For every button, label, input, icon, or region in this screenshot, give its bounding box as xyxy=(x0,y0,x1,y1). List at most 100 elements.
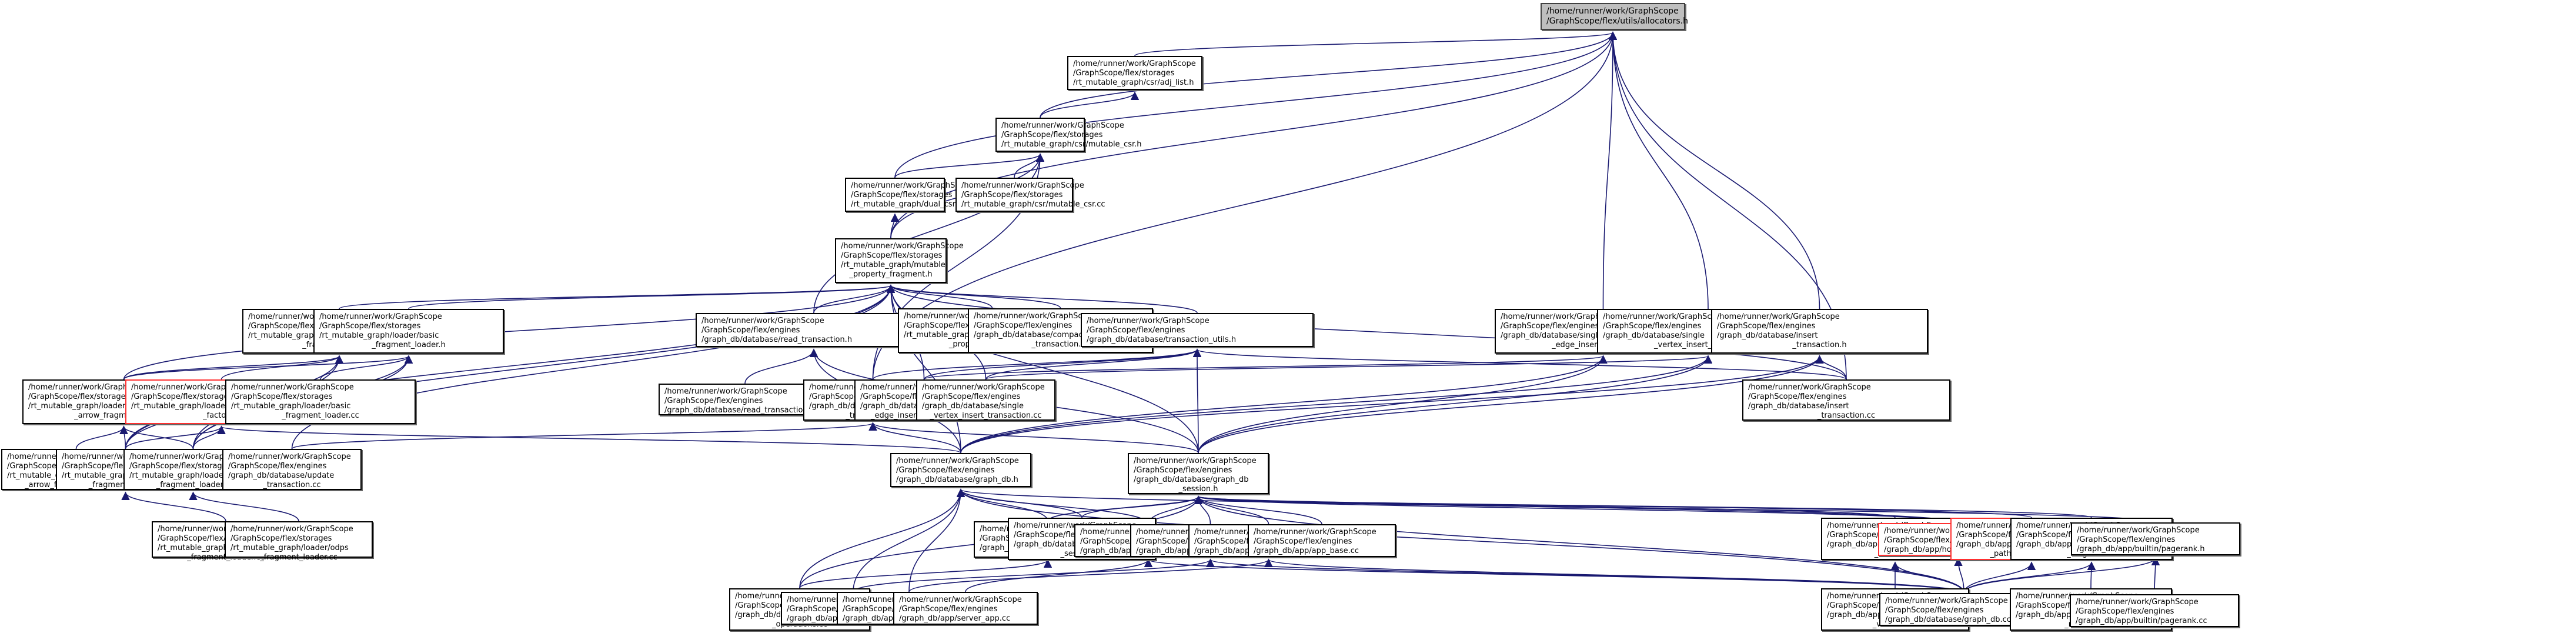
node-label-line: /rt_mutable_graph/loader/odps xyxy=(129,471,248,480)
node-label-line: /graph_db/database/insert xyxy=(1748,402,1849,411)
graph-node-single-vertex-insert-cc[interactable]: /home/runner/work/GraphScope/GraphScope/… xyxy=(916,379,1055,421)
edge-abstract-arrow-loader-cc-to-abstract-arrow-loader-h xyxy=(75,425,128,449)
graph-node-server-app-cc[interactable]: /home/runner/work/GraphScope/GraphScope/… xyxy=(893,592,1038,625)
node-label-line: /rt_mutable_graph/loader/basic xyxy=(231,402,351,411)
graph-node-read-transaction-h[interactable]: /home/runner/work/GraphScope/GraphScope/… xyxy=(696,313,932,347)
graph-node-mpf-h[interactable]: /home/runner/work/GraphScope/GraphScope/… xyxy=(835,238,964,283)
node-label-line: _transaction.cc xyxy=(1817,411,1876,420)
node-label-line: /graph_db/app/app_base.cc xyxy=(1254,547,1359,555)
edge-graph-db-operations-cc-to-graph-db-h xyxy=(799,488,965,589)
graph-node-allocators-h[interactable]: /home/runner/work/GraphScope/GraphScope/… xyxy=(1541,3,1688,30)
graph-node-read-transaction-cc[interactable]: /home/runner/work/GraphScope/GraphScope/… xyxy=(659,384,831,415)
node-label-line: /home/runner/work/GraphScope xyxy=(1748,383,1871,392)
edge-single-edge-insert-cc-to-transaction-utils-h xyxy=(923,348,1201,380)
edge-single-vertex-insert-h-to-allocators-h xyxy=(1608,31,1709,309)
edge-read-transaction-cc-to-read-transaction-h xyxy=(744,348,818,384)
node-label-line: _fragment_loader.h xyxy=(156,481,230,489)
node-label-line: /rt_mutable_graph/dual_csr.h xyxy=(851,200,963,209)
edge-odps-fragment-loader-cc-to-odps-fragment-loader-h xyxy=(189,491,299,522)
graph-node-adj-list-h[interactable]: /home/runner/work/GraphScope/GraphScope/… xyxy=(1067,56,1202,90)
node-label-line: /home/runner/work/GraphScope xyxy=(1717,312,1840,321)
edge-k-hop-h-to-graph-db-session-h xyxy=(1195,495,2092,518)
edge-dual-csr-h-to-mutable-csr-h xyxy=(894,153,1045,178)
edge-graph-db-cc-to-pagerank-h xyxy=(1963,557,2160,594)
graph-node-basic-fragment-loader-cc[interactable]: /home/runner/work/GraphScope/GraphScope/… xyxy=(225,379,416,424)
edge-graph-db-session-h-to-insert-transaction-h xyxy=(1198,355,1824,454)
node-label-line: /home/runner/work/GraphScope xyxy=(1546,6,1679,16)
node-label-line: /GraphScope/flex/engines xyxy=(2077,535,2176,544)
node-label-line: /home/runner/work/GraphScope xyxy=(1254,528,1376,537)
edge-cypher-write-app-cc-to-graph-db-h xyxy=(908,488,965,592)
node-label-line: /GraphScope/flex/engines xyxy=(2076,607,2174,616)
graph-node-app-base-cc[interactable]: /home/runner/work/GraphScope/GraphScope/… xyxy=(1248,524,1396,557)
node-label-line: /home/runner/work/GraphScope xyxy=(228,452,351,461)
edge-server-app-h-to-graph-db-h xyxy=(956,488,1149,525)
node-label-line: /graph_db/database/graph_db xyxy=(1134,475,1249,484)
graph-node-graph-db-h[interactable]: /home/runner/work/GraphScope/GraphScope/… xyxy=(890,453,1031,487)
node-label-line: /graph_db/database/single xyxy=(1501,331,1602,340)
node-label-line: /rt_mutable_graph/csr/mutable_csr.cc xyxy=(961,200,1105,209)
edge-graph-db-h-to-single-vertex-insert-h xyxy=(960,355,1712,454)
node-label-line: _transaction.cc xyxy=(1031,340,1090,349)
edge-csv-fragment-loader-cc-to-csv-fragment-loader-h xyxy=(121,491,226,522)
node-label-line: /GraphScope/flex/engines xyxy=(1717,322,1816,331)
edge-server-app-cc-to-server-app-h xyxy=(965,558,1153,592)
node-label-line: /GraphScope/flex/storages xyxy=(1073,69,1175,78)
node-label-line: /GraphScope/flex/engines xyxy=(1885,606,1984,615)
edge-single-edge-insert-h-to-allocators-h xyxy=(1602,31,1618,309)
edge-graph-db-operations-cc-to-graph-db-operations-h xyxy=(799,559,1052,589)
node-label-line: /rt_mutable_graph/loader/basic xyxy=(319,331,439,340)
graph-node-insert-transaction-h[interactable]: /home/runner/work/GraphScope/GraphScope/… xyxy=(1711,309,1928,354)
graph-node-dual-csr-h[interactable]: /home/runner/work/GraphScope/GraphScope/… xyxy=(845,178,974,212)
graph-node-transaction-utils-h[interactable]: /home/runner/work/GraphScope/GraphScope/… xyxy=(1081,313,1314,347)
node-label-line: /home/runner/work/GraphScope xyxy=(1001,121,1124,130)
edge-loader-factory-h-to-i-fragment-loader-h xyxy=(220,355,344,380)
graph-node-graph-db-cc[interactable]: /home/runner/work/GraphScope/GraphScope/… xyxy=(1879,593,2049,626)
edge-graph-db-operations-h-to-graph-db-session-h xyxy=(1047,495,1203,522)
node-label-line: /graph_db/database/read_transaction.cc xyxy=(664,406,819,415)
node-label-line: /GraphScope/flex/storages xyxy=(230,534,332,543)
edge-adj-list-h-to-allocators-h xyxy=(1134,31,1617,56)
node-label-line: /GraphScope/flex/engines xyxy=(1603,322,1702,331)
edge-graph-db-operations-h-to-graph-db-h xyxy=(956,488,1048,522)
edge-graph-db-h-to-loader-factory-h xyxy=(218,425,961,454)
edge-mutable-csr-h-to-allocators-h xyxy=(1040,31,1618,118)
edge-single-vertex-insert-cc-to-transaction-utils-h xyxy=(985,348,1202,380)
node-label-line: /rt_mutable_graph/mutable xyxy=(841,261,945,269)
edge-single-edge-insert-cc-to-single-edge-insert-h xyxy=(923,355,1607,380)
node-label-line: /home/runner/work/GraphScope xyxy=(231,383,354,392)
graph-node-pagerank-cc[interactable]: /home/runner/work/GraphScope/GraphScope/… xyxy=(2070,594,2239,627)
node-label-line: /GraphScope/flex/storages xyxy=(231,392,333,401)
edge-update-transaction-h-to-transaction-utils-h xyxy=(872,348,1201,380)
node-label-line: _transaction.cc xyxy=(263,481,321,489)
node-label-line: /GraphScope/flex/engines xyxy=(664,397,763,405)
graph-node-update-transaction-cc[interactable]: /home/runner/work/GraphScope/GraphScope/… xyxy=(222,449,362,490)
graph-node-insert-transaction-cc[interactable]: /home/runner/work/GraphScope/GraphScope/… xyxy=(1742,379,1950,421)
node-label-line: /home/runner/work/GraphScope xyxy=(1603,312,1726,321)
edge-insert-transaction-cc-to-transaction-utils-h xyxy=(1193,348,1847,380)
edge-graph-db-cc-to-cypher-write-app-h xyxy=(1264,558,1964,594)
graph-node-pagerank-h[interactable]: /home/runner/work/GraphScope/GraphScope/… xyxy=(2071,522,2240,555)
graph-node-mutable-csr-cc[interactable]: /home/runner/work/GraphScope/GraphScope/… xyxy=(955,178,1105,212)
node-label-line: /GraphScope/flex/utils/allocators.h xyxy=(1546,16,1688,26)
edge-graph-db-cc-to-shortest-path-h xyxy=(1963,561,2036,594)
edge-compact-transaction-cc-to-mpf-h xyxy=(887,284,1061,309)
graph-node-odps-fragment-loader-cc[interactable]: /home/runner/work/GraphScope/GraphScope/… xyxy=(225,521,373,562)
node-label-line: /graph_db/app/server_app.cc xyxy=(899,614,1011,623)
edge-graph-db-session-h-to-transaction-utils-h xyxy=(1192,348,1202,454)
graph-node-graph-db-session-h[interactable]: /home/runner/work/GraphScope/GraphScope/… xyxy=(1128,453,1269,494)
node-label-line: /home/runner/work/GraphScope xyxy=(922,383,1045,392)
edge-abstract-arrow-loader-h-to-mpf-h xyxy=(123,284,895,380)
edge-graph-db-h-to-single-edge-insert-h xyxy=(960,355,1608,454)
node-label-line: /home/runner/work/GraphScope xyxy=(1134,457,1257,465)
edge-csv-fragment-loader-h-to-abstract-arrow-loader-h xyxy=(119,425,128,449)
graph-node-basic-fragment-loader-h[interactable]: /home/runner/work/GraphScope/GraphScope/… xyxy=(313,309,504,354)
graph-node-mutable-csr-h[interactable]: /home/runner/work/GraphScope/GraphScope/… xyxy=(995,118,1142,152)
node-label-line: /home/runner/work/GraphScope xyxy=(899,595,1022,604)
edge-cypher-read-app-cc-to-cypher-read-app-h xyxy=(853,558,1215,592)
node-label-line: /home/runner/work/GraphScope xyxy=(28,383,151,392)
edge-insert-transaction-h-to-allocators-h xyxy=(1608,31,1820,309)
node-label-line: /GraphScope/flex/engines xyxy=(228,462,327,471)
node-label-line: /graph_db/database/graph_db.h xyxy=(896,475,1018,484)
node-label-line: /home/runner/work/GraphScope xyxy=(1885,597,2008,605)
